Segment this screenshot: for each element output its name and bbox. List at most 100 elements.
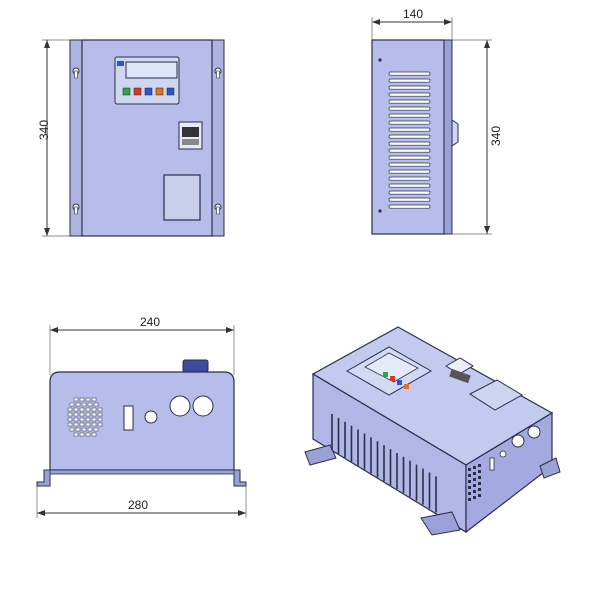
grille-hole <box>91 412 97 417</box>
grille-hole <box>67 422 73 427</box>
vent-slot <box>388 148 431 153</box>
vent-slot <box>388 113 431 118</box>
grille-hole <box>79 412 85 417</box>
vent-slot <box>388 120 431 125</box>
grille-hole <box>73 412 79 417</box>
iso-gland <box>511 434 525 448</box>
fan-grille-icon <box>67 397 103 437</box>
grille-hole <box>91 422 97 427</box>
bottom-width-label: 240 <box>140 315 160 329</box>
grille-hole <box>73 407 79 412</box>
grille-hole <box>81 427 87 432</box>
bottom-view: 240 280 <box>36 315 247 518</box>
grille-hole <box>85 412 91 417</box>
button-icon <box>155 87 164 96</box>
vent-slot <box>388 204 431 209</box>
grille-hole <box>87 402 93 407</box>
vent-slot <box>388 190 431 195</box>
grille-hole <box>81 402 87 407</box>
side-depth-label: 140 <box>403 7 423 21</box>
vent-slot <box>388 78 431 83</box>
grille-hole <box>468 492 471 495</box>
button-icon <box>144 87 153 96</box>
grille-hole <box>97 417 103 422</box>
cable-gland-left <box>169 395 191 417</box>
grille-hole <box>468 474 471 477</box>
grille-hole <box>91 417 97 422</box>
grille-hole <box>79 422 85 427</box>
grille-hole <box>93 427 99 432</box>
vent-slot <box>388 169 431 174</box>
button-icon <box>390 376 395 381</box>
grille-hole <box>85 432 91 437</box>
vent-slot <box>388 92 431 97</box>
flange-width-label: 280 <box>128 498 148 512</box>
isometric-view <box>304 326 561 536</box>
button-icon <box>122 87 131 96</box>
small-port <box>144 410 158 424</box>
button-icon <box>397 380 402 385</box>
grille-hole <box>73 422 79 427</box>
vent-slot-icon <box>388 71 431 209</box>
grille-hole <box>73 417 79 422</box>
grille-hole <box>97 422 103 427</box>
grille-hole <box>91 397 97 402</box>
grille-hole <box>473 484 476 487</box>
vent-slot <box>388 71 431 76</box>
grille-hole <box>79 417 85 422</box>
vent-slot <box>388 183 431 188</box>
front-view: 340 <box>37 39 225 237</box>
grille-hole <box>473 466 476 469</box>
iso-foot <box>539 457 561 479</box>
iso-slot <box>489 457 495 471</box>
grille-hole <box>79 397 85 402</box>
iso-foot <box>420 511 461 536</box>
breaker-profile <box>451 119 459 147</box>
button-icon <box>133 87 142 96</box>
grille-hole <box>75 402 81 407</box>
button-icon <box>383 372 388 377</box>
grille-hole <box>91 407 97 412</box>
grille-hole <box>478 482 481 485</box>
grille-hole <box>85 397 91 402</box>
front-height-label: 340 <box>37 120 51 140</box>
grille-hole <box>478 470 481 473</box>
iso-gland <box>527 425 541 439</box>
grille-hole <box>468 468 471 471</box>
vent-slot <box>388 141 431 146</box>
iso-window <box>469 379 523 411</box>
grille-hole <box>67 412 73 417</box>
grille-hole <box>79 407 85 412</box>
side-front-edge <box>443 39 453 235</box>
vent-slot <box>388 176 431 181</box>
grille-hole <box>85 422 91 427</box>
grille-hole <box>468 498 471 501</box>
brand-badge <box>117 61 124 66</box>
bottom-body <box>49 371 235 471</box>
grille-hole <box>85 417 91 422</box>
grille-hole <box>468 480 471 483</box>
grille-hole <box>73 432 79 437</box>
grille-hole <box>93 402 99 407</box>
grille-hole <box>473 472 476 475</box>
grille-hole <box>79 432 85 437</box>
grille-hole <box>91 432 97 437</box>
grille-hole <box>478 464 481 467</box>
vent-slot <box>388 99 431 104</box>
vent-slot <box>388 106 431 111</box>
grille-hole <box>85 407 91 412</box>
grille-hole <box>97 407 103 412</box>
left-foot <box>36 469 51 487</box>
vent-slot <box>388 85 431 90</box>
right-foot <box>233 469 247 487</box>
grille-hole <box>473 490 476 493</box>
grille-hole <box>87 427 93 432</box>
grille-hole <box>69 427 75 432</box>
breaker-top <box>182 359 209 373</box>
grille-hole <box>97 412 103 417</box>
cable-gland-right <box>192 395 214 417</box>
grille-hole <box>478 476 481 479</box>
mounting-slot-icon <box>72 67 222 215</box>
vent-slot-icon <box>331 414 437 513</box>
